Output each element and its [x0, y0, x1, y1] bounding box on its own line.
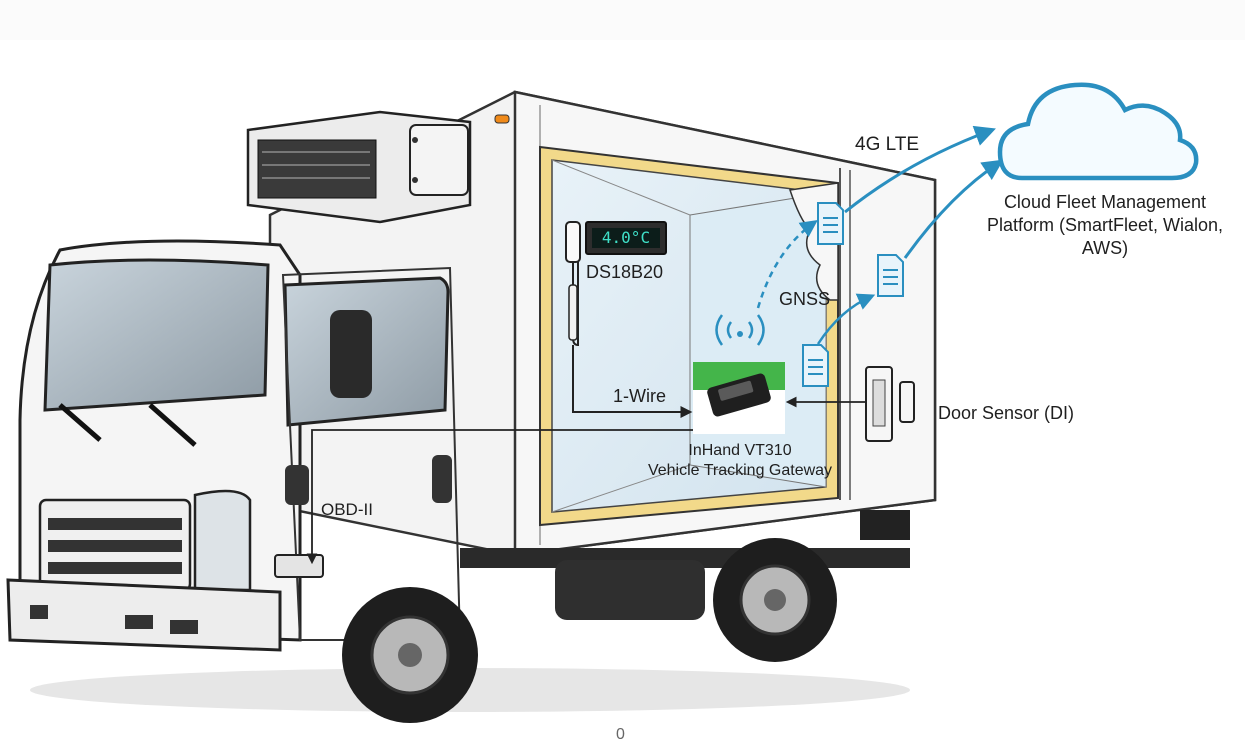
footer-mark: 0 [616, 726, 625, 743]
lte-label: 4G LTE [855, 134, 920, 155]
lte-arrow [844, 125, 996, 214]
one-wire-label: 1-Wire [613, 386, 666, 406]
obd-line [306, 429, 693, 565]
truck-cab [6, 239, 462, 652]
lte-arrow-2 [903, 159, 1004, 259]
gnss-arrow [756, 219, 818, 309]
data-packet-icon [817, 202, 844, 245]
front-wheel [342, 587, 478, 723]
cloud-label-line-2: Platform (SmartFleet, Wialon, [986, 215, 1224, 235]
packet-arrow [816, 293, 876, 345]
obd-label: OBD-II [321, 500, 373, 519]
data-packet-icon [802, 344, 829, 387]
reefer-unit [246, 110, 472, 224]
data-packet-icon [877, 254, 904, 297]
cloud-label-line-1: Cloud Fleet Management [1003, 192, 1207, 212]
ground-shadow [30, 668, 910, 712]
top-band [0, 0, 1245, 40]
gnss-label: GNSS [779, 289, 831, 309]
temperature-reading: 4.0°C [601, 228, 651, 247]
gateway-subtitle-label: Vehicle Tracking Gateway [647, 462, 833, 479]
cloud-icon [997, 82, 1199, 181]
gateway-name-label: InHand VT310 [688, 442, 792, 459]
sensor-name-label: DS18B20 [586, 262, 664, 282]
cloud-label-line-3: AWS) [1081, 238, 1129, 258]
vt310-gateway [693, 362, 785, 434]
obd-port [274, 554, 324, 578]
rear-wheel [713, 538, 837, 662]
door-sensor-label: Door Sensor (DI) [938, 403, 1075, 423]
wireless-signal-icon [715, 314, 765, 346]
temperature-probe [565, 221, 693, 418]
door-sensor [865, 366, 915, 442]
